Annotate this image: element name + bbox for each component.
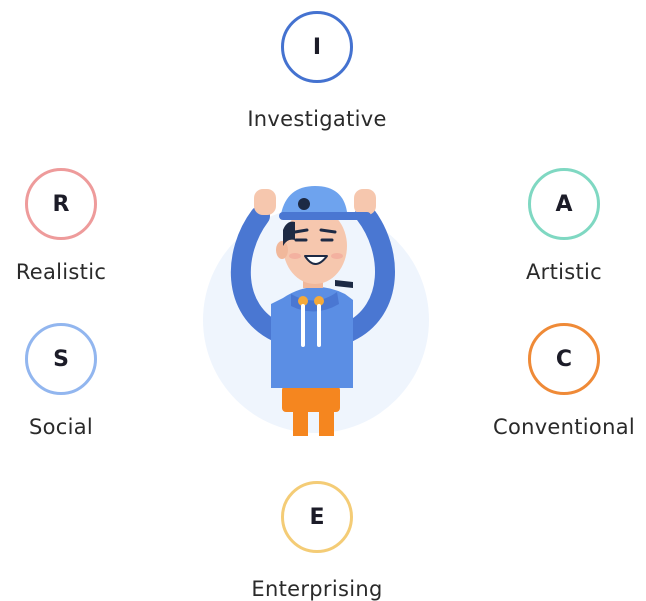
- left-leg: [293, 408, 308, 436]
- smile-mouth: [304, 255, 328, 265]
- social-label: Social: [28, 415, 94, 439]
- investigative-label: Investigative: [247, 107, 387, 131]
- left-eyebrow: [293, 228, 309, 234]
- left-arm: [230, 206, 287, 342]
- riasec-type-realistic: R Realistic: [0, 168, 136, 284]
- string-grommet-right: [314, 296, 324, 306]
- conventional-label: Conventional: [492, 415, 635, 439]
- cap-brim: [279, 212, 371, 220]
- enterprising-label: Enterprising: [251, 577, 383, 601]
- left-cheek: [289, 253, 301, 259]
- riasec-type-enterprising: E Enterprising: [242, 481, 392, 601]
- left-ear: [276, 241, 288, 259]
- riasec-type-investigative: I Investigative: [242, 11, 392, 131]
- conventional-letter-circle: C: [528, 323, 600, 395]
- shorts: [282, 386, 340, 412]
- backpack-strap: [335, 280, 353, 288]
- string-grommet-left: [298, 296, 308, 306]
- hoodie: [271, 286, 353, 388]
- face: [283, 208, 347, 284]
- riasec-type-conventional: C Conventional: [489, 323, 639, 439]
- right-cheek: [331, 253, 343, 259]
- cheering-person-icon: [203, 186, 429, 436]
- enterprising-letter-circle: E: [281, 481, 353, 553]
- realistic-label: Realistic: [15, 260, 107, 284]
- artistic-label: Artistic: [525, 260, 603, 284]
- cap-button: [298, 198, 310, 210]
- investigative-letter-circle: I: [281, 11, 353, 83]
- hair-left: [283, 221, 295, 246]
- right-fist: [354, 189, 376, 215]
- right-leg: [319, 408, 334, 436]
- left-fist: [254, 189, 276, 215]
- realistic-letter-circle: R: [25, 168, 97, 240]
- right-eyebrow: [319, 228, 337, 234]
- right-arm: [339, 204, 395, 342]
- artistic-letter-circle: A: [528, 168, 600, 240]
- cap-crown: [281, 186, 347, 216]
- social-letter-circle: S: [25, 323, 97, 395]
- riasec-type-social: S Social: [0, 323, 136, 439]
- riasec-type-artistic: A Artistic: [489, 168, 639, 284]
